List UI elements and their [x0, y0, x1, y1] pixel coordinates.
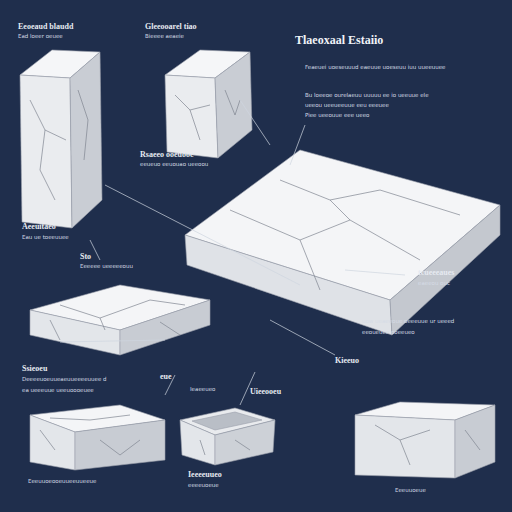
- note-text: Eeeeee ueeeeeouu: [80, 263, 133, 269]
- part-label: Ieeeeuueo: [188, 470, 222, 479]
- part-label: eue: [160, 372, 172, 381]
- part-label: tcueeeaues: [418, 268, 454, 277]
- note-text: Eeeuuoeooeuueeuueeue: [28, 478, 96, 484]
- note-text: eeeeuoeue: [188, 482, 219, 488]
- note-text: Eeeuuoeue: [395, 487, 426, 493]
- note-text: Ieaeeueo: [190, 386, 215, 392]
- part-label: Eeoeaud blaudd: [18, 22, 73, 31]
- diagram-title: Tlaeoxaal Estaiio: [295, 34, 383, 48]
- note-text: Bu loeeoe ourelaeuu uuuuu ee io ueeuue e…: [305, 92, 429, 98]
- part-label: Kieeuo: [335, 356, 359, 365]
- part-label: Uieeooeu: [250, 387, 281, 396]
- note-text: ea ueeeuue ueeuoooeuee: [22, 387, 94, 393]
- note-text: ueeou ueeueeuue eeu eeeuee: [305, 102, 389, 108]
- note-text: Deeeeuoeuueaeuueeeeuuee d: [22, 376, 107, 382]
- part-label: Gleeooarel tiao: [145, 22, 197, 31]
- note-text: Ead loeer oeuee: [18, 33, 63, 39]
- note-text: Feaeuei uoeseuuud eaeuue uoeseuu iuu uue…: [305, 64, 446, 70]
- note-text: eeueuo eeuouao ueeoou: [140, 161, 208, 167]
- note-text: Bieeee aeaeie: [145, 33, 184, 39]
- note-text: uow ueaeeoue oeeeuue ur ueeed: [362, 318, 454, 324]
- part-label: Rsaeeo ooeuooe: [140, 150, 194, 159]
- part-label: Aeeuitaeo: [22, 222, 56, 231]
- part-label: Ssieoeu: [22, 364, 47, 373]
- note-text: eeoueuee ooeeueo: [362, 329, 415, 335]
- part-label: Sto: [80, 252, 91, 261]
- note-text: eaeeou ouc: [418, 280, 450, 286]
- note-text: Eau ue toeeuuee: [22, 234, 69, 240]
- note-text: Piee ueeouue eee ueeo: [305, 112, 369, 118]
